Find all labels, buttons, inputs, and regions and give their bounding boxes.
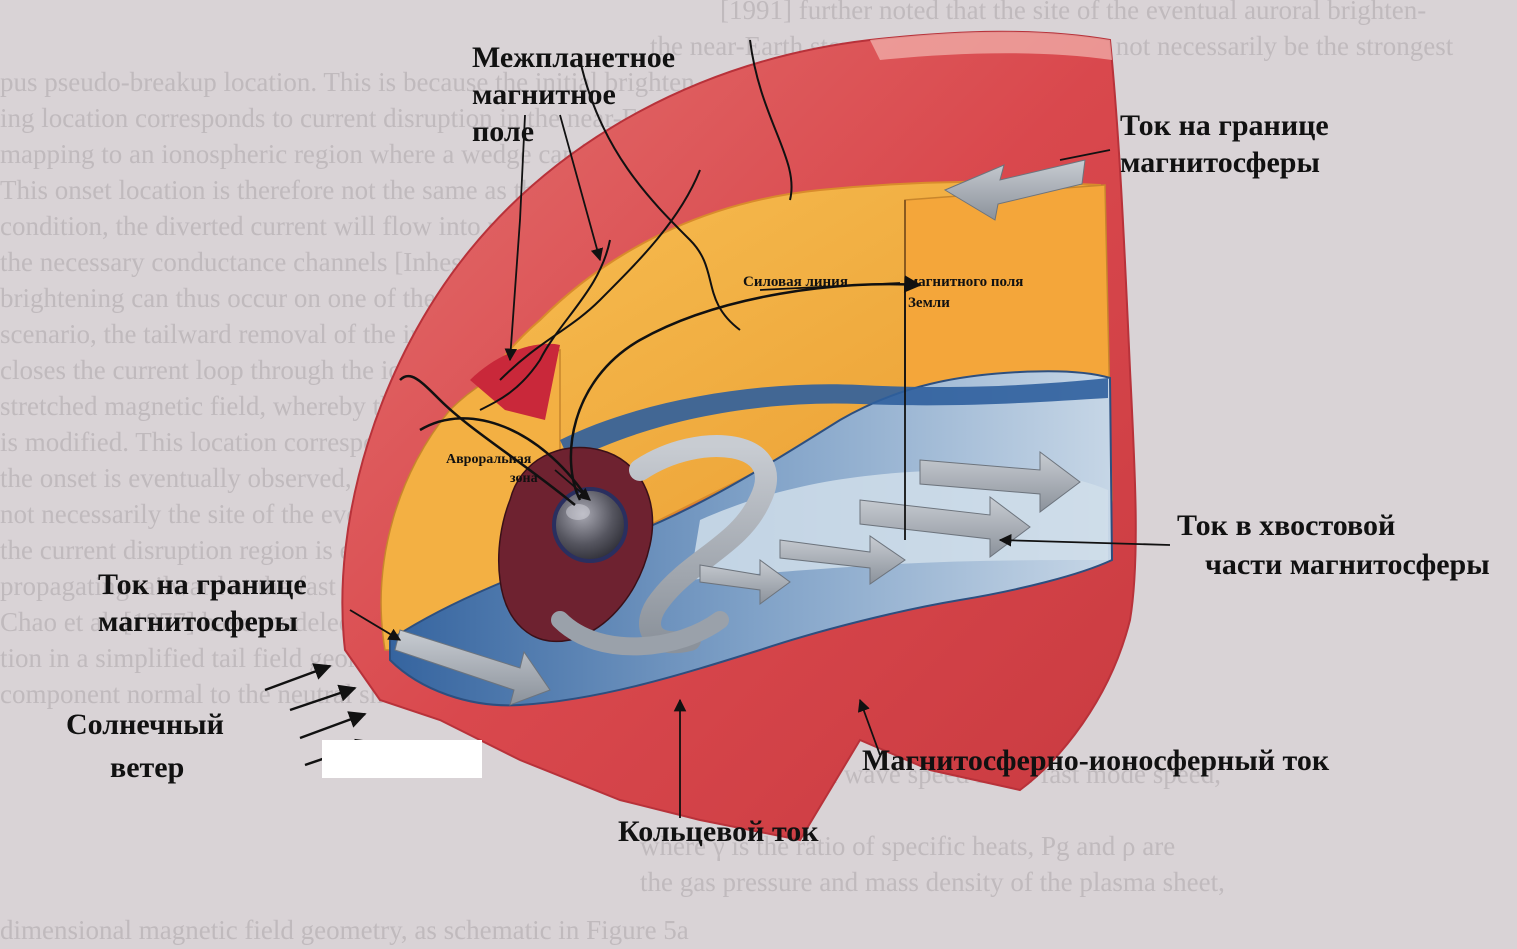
field-line-label-a: Силовая линия [743, 274, 848, 290]
leader-lines [349, 114, 1171, 818]
scan-patch [322, 740, 482, 778]
magnetopause-current-arrow-left [394, 629, 551, 706]
magnetopause-current-top-line-2: магнитосферы [1120, 146, 1320, 179]
imf-label-line-1: Межпланетное [472, 41, 676, 74]
solar-wind-label-line-1: Солнечный [66, 708, 224, 741]
ring-current-label: Кольцевой ток [618, 815, 819, 848]
imf-label-line-3: поле [472, 115, 535, 148]
tail-current-label-line-2: части магнитосферы [1205, 548, 1490, 581]
ring-current-band [629, 435, 777, 654]
mi-current-label: Магнитосферно-ионосферный ток [862, 744, 1330, 777]
magnetopause-current-arrow-top [943, 159, 1086, 221]
field-line-label-c: Земли [908, 295, 950, 311]
solar-wind-label-line-2: ветер [110, 751, 185, 784]
imf-label-line-2: магнитное [472, 78, 616, 111]
ring-current-band-lower [551, 611, 729, 656]
imf-lines [479, 39, 793, 411]
magnetopause-current-top-line-1: Ток на границе [1120, 109, 1329, 142]
tail-current-label-line-1: Ток в хвостовой [1177, 509, 1396, 542]
auroral-zone-label-line-2: зона [510, 471, 538, 486]
magnetosheath-rim [870, 31, 1112, 60]
magnetopause-current-left-line-2: магнитосферы [98, 605, 298, 638]
auroral-zone-label-line-1: Авроральная [446, 452, 532, 467]
plasma-sheet-band [560, 378, 1108, 462]
field-line-label-b: магнитного поля [908, 274, 1024, 290]
magnetopause-current-left-line-1: Ток на границе [98, 568, 307, 601]
earth-highlight [566, 504, 590, 520]
